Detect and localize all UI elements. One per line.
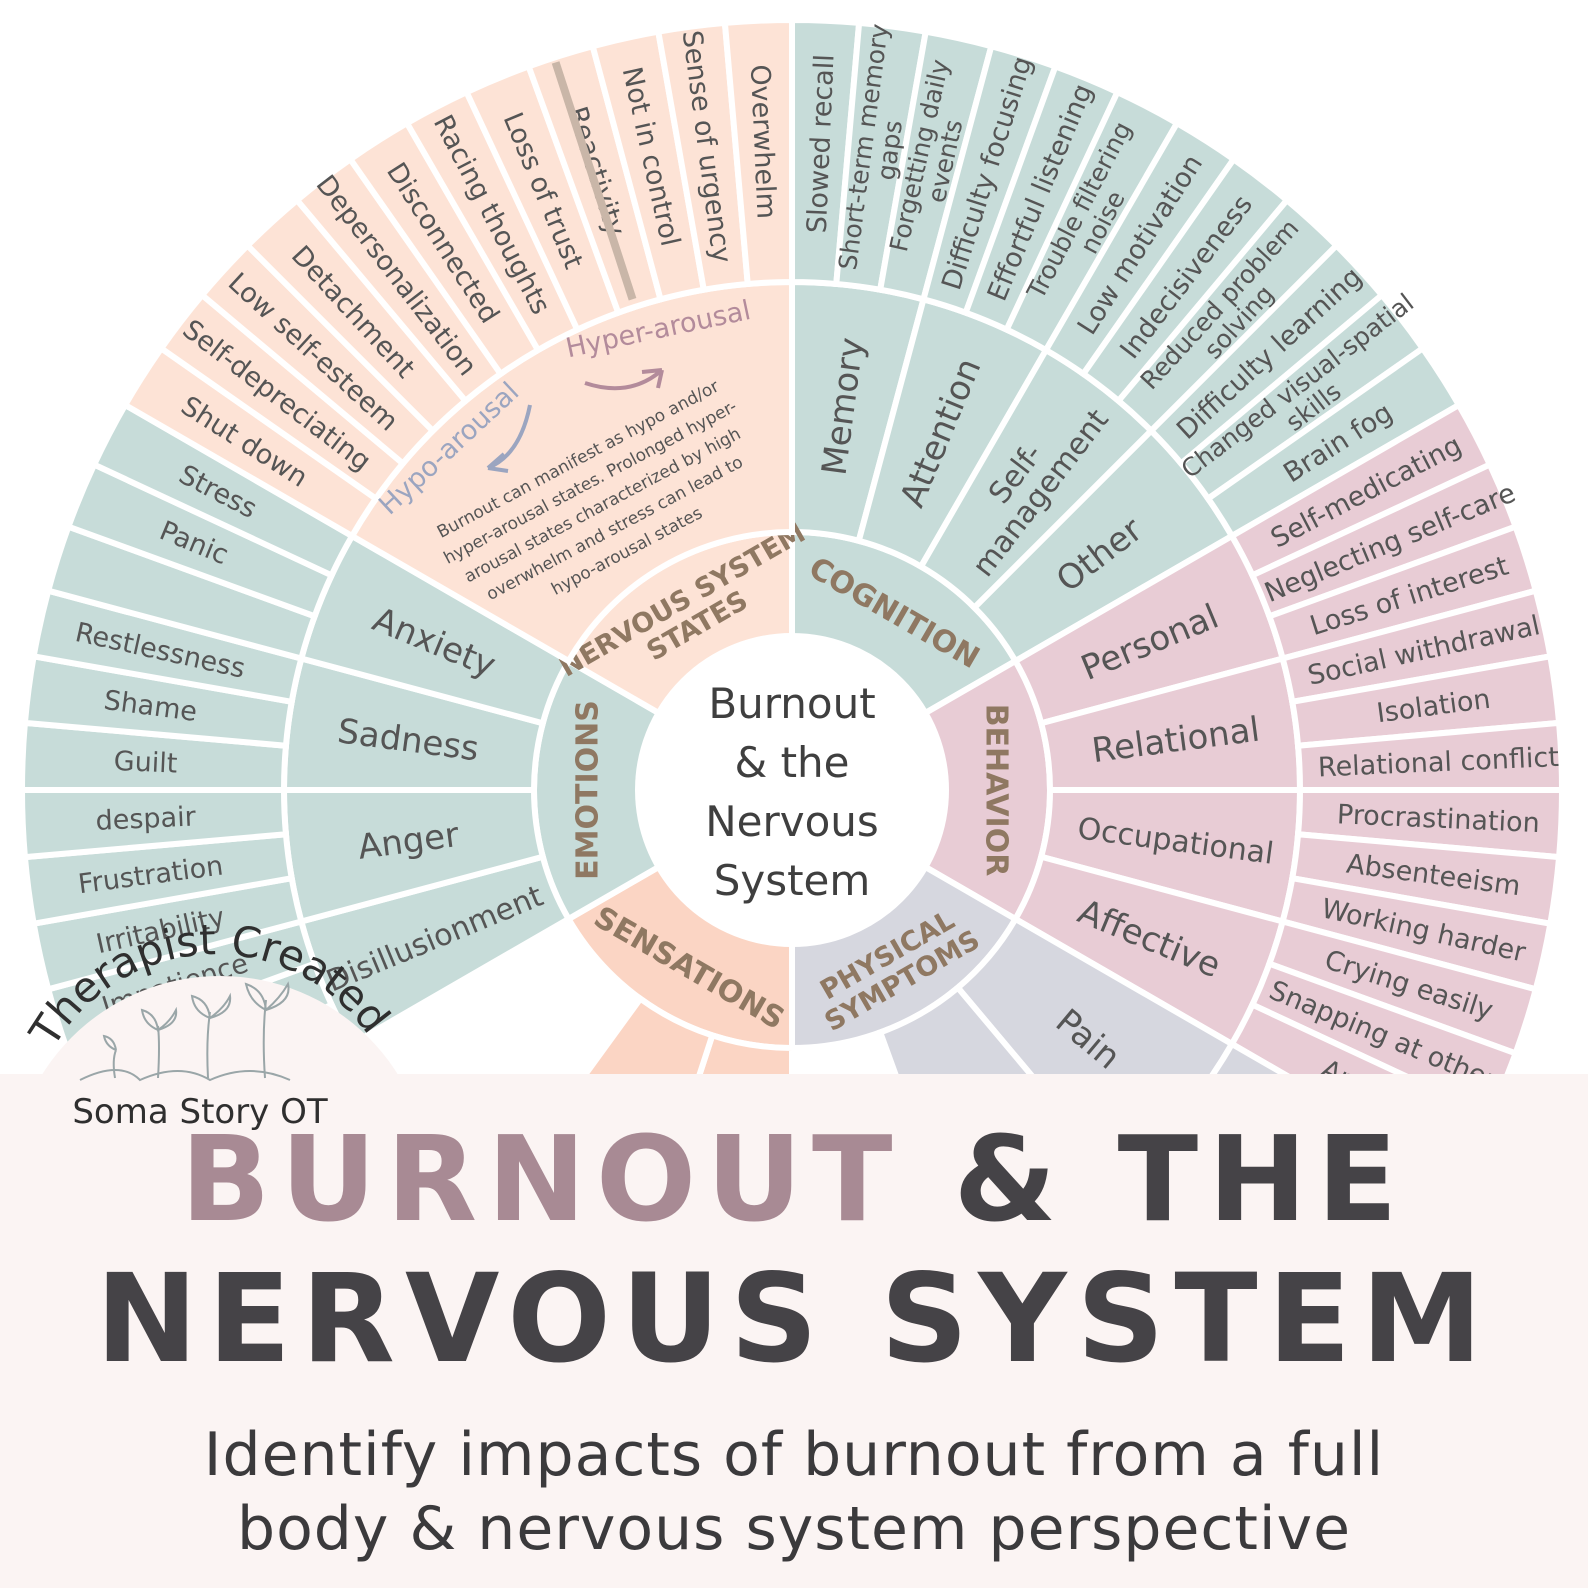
- outer-item-label: despair: [95, 801, 197, 836]
- title-rest: & THE: [902, 1110, 1408, 1248]
- outer-item-segment: [1209, 1039, 1290, 1074]
- center-circle: [635, 633, 949, 947]
- subtitle-line2: body & nervous system perspective: [236, 1494, 1352, 1564]
- outer-item-label: Guilt: [113, 746, 178, 780]
- title-accent: BURNOUT: [180, 1110, 903, 1248]
- category-physical: PHYSICALSYMPTOMSPainGI s: [789, 861, 1290, 1074]
- hypo-arrow-icon: [486, 404, 532, 473]
- outer-item-segment: [721, 16, 795, 288]
- subtitle-line1: Identify impacts of burnout from a full: [203, 1420, 1385, 1490]
- category-emotions: EMOTIONSDisillusionmentImpatienceAngerIr…: [18, 400, 665, 1074]
- sprouts-icon: [79, 981, 291, 1082]
- subcategory-segment: [876, 983, 1035, 1074]
- hyper-arrow-icon: [584, 368, 664, 391]
- category-label: EMOTIONS: [571, 700, 606, 880]
- outer-item-label: Overwhelm: [744, 64, 782, 220]
- state-divider: [551, 61, 637, 301]
- subcategory-segment: [581, 994, 717, 1074]
- subcategory-segment: [953, 914, 1237, 1074]
- badge-circle: [10, 976, 430, 1396]
- badge-bottom-text: Soma Story OT: [72, 1092, 328, 1132]
- category-label: BEHAVIOR: [979, 704, 1014, 877]
- page-title-line2: NERVOUS SYSTEM: [95, 1248, 1493, 1390]
- page-title-line1: BURNOUT & THE: [0, 1110, 1588, 1248]
- category-behavior: BEHAVIORPersonalSelf-medicatingNeglectin…: [919, 400, 1566, 1074]
- subcategory-segment: [696, 1031, 795, 1074]
